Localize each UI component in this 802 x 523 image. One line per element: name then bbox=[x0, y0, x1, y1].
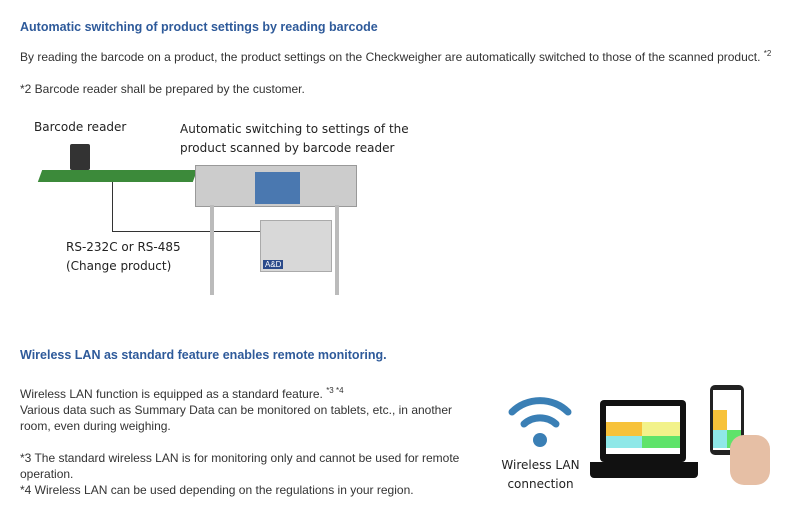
rs-label: RS-232C or RS-485(Change product) bbox=[66, 240, 181, 273]
barcode-reader-label: Barcode reader bbox=[34, 120, 127, 134]
barcode-reader-icon bbox=[70, 144, 90, 170]
checkweigher-figure: Barcode reader Automatic switching to se… bbox=[30, 110, 430, 310]
wifi-icon bbox=[508, 397, 572, 447]
section2-heading: Wireless LAN as standard feature enables… bbox=[20, 348, 387, 362]
section1-note: *2 Barcode reader shall be prepared by t… bbox=[20, 82, 305, 96]
conveyor-icon bbox=[37, 170, 198, 182]
body-text: By reading the barcode on a product, the… bbox=[20, 50, 761, 64]
section1-heading: Automatic switching of product settings … bbox=[20, 20, 378, 34]
control-box: A&D bbox=[260, 220, 332, 272]
section1-body: By reading the barcode on a product, the… bbox=[20, 46, 790, 65]
laptop-icon bbox=[600, 400, 686, 462]
laptop-base bbox=[590, 462, 698, 478]
display-panel-icon bbox=[255, 172, 300, 204]
footnote-ref: *2 bbox=[763, 49, 772, 58]
section2-body: Wireless LAN function is equipped as a s… bbox=[20, 386, 460, 497]
hand-image bbox=[730, 435, 770, 485]
